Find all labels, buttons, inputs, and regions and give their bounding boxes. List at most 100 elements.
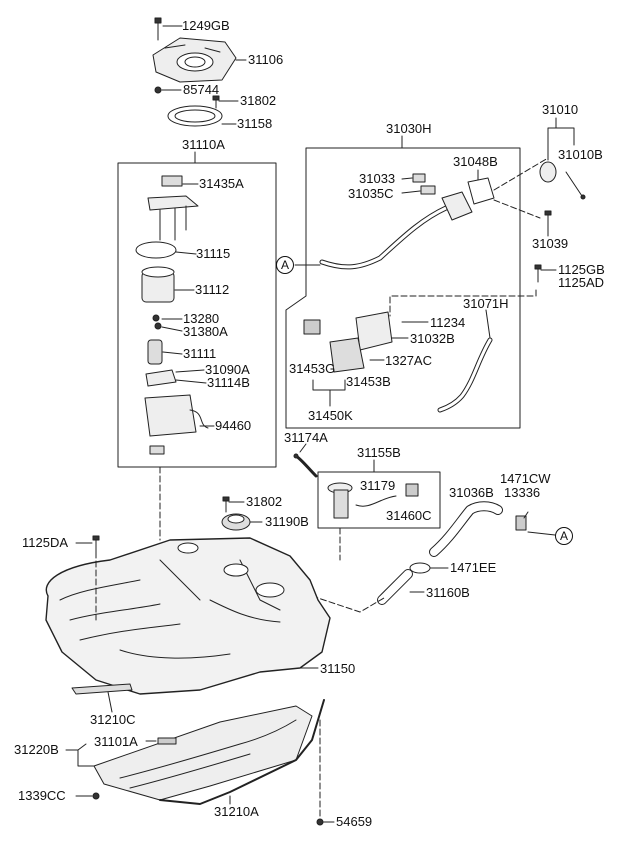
leader-31174a (299, 443, 307, 453)
leader-31033 (401, 177, 413, 180)
label-1471cw: 1471CW (500, 471, 551, 486)
leader-31115 (175, 251, 197, 255)
label-31035c: 31035C (348, 186, 394, 201)
label-31210c: 31210C (90, 712, 136, 727)
nut-85744 (154, 86, 162, 94)
label-31150: 31150 (320, 661, 356, 676)
label-31155b: 31155B (357, 445, 401, 460)
breather-hose-31071h (437, 337, 493, 413)
leader-31210c (107, 691, 113, 713)
hose-31174a (293, 453, 318, 478)
callout-a-right: A (555, 527, 573, 545)
label-94460: 94460 (215, 418, 252, 433)
label-31090a: 31090A (205, 362, 250, 377)
label-31032b: 31032B (410, 331, 455, 346)
label-31010: 31010 (542, 102, 579, 117)
label-31174a: 31174A (284, 430, 328, 445)
label-31112: 31112 (195, 282, 230, 297)
cover-plate-31106 (152, 37, 237, 83)
callout-a-left: A (276, 256, 294, 274)
label-31160b: 31160B (426, 585, 470, 600)
pad-31101a (157, 737, 177, 745)
pipe-31160b (377, 569, 413, 605)
label-31036b: 31036B (449, 485, 494, 500)
leader-31380a (161, 326, 183, 332)
clip-13336 (515, 515, 527, 531)
label-31210a: 31210A (214, 804, 259, 819)
leader-31114b (175, 379, 207, 384)
valve-13280 (152, 314, 162, 330)
bolt-1125gb (534, 264, 542, 283)
screw-31039 (544, 210, 552, 227)
pump-motor-31111 (147, 339, 163, 365)
label-1125da: 1125DA (22, 535, 69, 550)
sender-box-31155b (317, 471, 441, 529)
clip-31035c (420, 185, 436, 195)
label-31435a: 31435A (199, 176, 244, 191)
callout-a-right-line (527, 531, 556, 536)
leader-31450k-bracket (312, 379, 346, 407)
sender-31155b (327, 482, 419, 519)
bolt-1339cc (92, 792, 100, 800)
label-1339cc: 1339CC (18, 788, 66, 803)
leader-31010 (547, 117, 575, 161)
bolt-1125da (92, 535, 100, 553)
bolt-31802-mid (222, 496, 230, 513)
filler-neck-box (285, 147, 521, 429)
label-31039: 31039 (532, 236, 569, 251)
label-31380a: 31380A (183, 324, 228, 339)
label-13336: 13336 (504, 485, 541, 500)
label-31453g: 31453G (289, 361, 336, 376)
bolt-1249gb (154, 17, 162, 41)
cover-31190b (221, 513, 251, 531)
leader-13336 (523, 511, 529, 519)
filler-dash-lines (493, 157, 549, 219)
nut-54659 (316, 818, 324, 826)
label-31114b: 31114B (207, 375, 250, 390)
gasket-31048b (467, 177, 495, 205)
leader-31111 (162, 351, 183, 355)
hose-31036b (429, 501, 503, 557)
clip-31033 (412, 173, 426, 183)
label-31010b: 31010B (558, 147, 603, 162)
label-1125ad: 1125AD (558, 275, 605, 290)
label-31110a: 31110A (182, 137, 225, 152)
bolt-31802-top (212, 95, 220, 109)
label-31048b: 31048B (453, 154, 498, 169)
label-31460c: 31460C (386, 508, 432, 523)
label-85744: 85744 (183, 82, 220, 97)
pump-module-box (117, 162, 277, 468)
gasket-31158 (167, 105, 223, 127)
reservoir-94460 (144, 394, 209, 455)
label-54659: 54659 (336, 814, 373, 829)
label-1249gb: 1249GB (182, 18, 230, 33)
label-31802-mid: 31802 (246, 494, 283, 509)
oring-31115 (135, 241, 177, 259)
canister-31453g (303, 319, 365, 373)
fuel-cap-31010 (539, 161, 586, 200)
leader-31090a (175, 369, 205, 373)
label-31111: 31111 (183, 346, 217, 361)
label-31802-top: 31802 (240, 93, 277, 108)
filter-31112 (141, 266, 175, 303)
bracket-31090a (145, 369, 177, 387)
pump-flange-31435a (147, 175, 199, 241)
label-31033: 31033 (359, 171, 396, 186)
label-31220b: 31220B (14, 742, 59, 757)
fuel-tank-31150 (45, 537, 331, 695)
label-1471ee: 1471EE (450, 560, 497, 575)
pipe-dash-line (311, 595, 385, 613)
label-31115: 31115 (196, 246, 231, 261)
label-11234: 11234 (430, 315, 466, 330)
bracket-31032b (355, 311, 393, 351)
label-31453b: 31453B (346, 374, 391, 389)
label-31179: 31179 (360, 478, 396, 493)
label-31190b: 31190B (265, 514, 309, 529)
label-31106: 31106 (248, 52, 284, 67)
label-1125gb: 1125GB (558, 262, 605, 277)
label-31158: 31158 (237, 116, 273, 131)
label-1327ac: 1327AC (385, 353, 432, 368)
label-31101a: 31101A (94, 734, 138, 749)
